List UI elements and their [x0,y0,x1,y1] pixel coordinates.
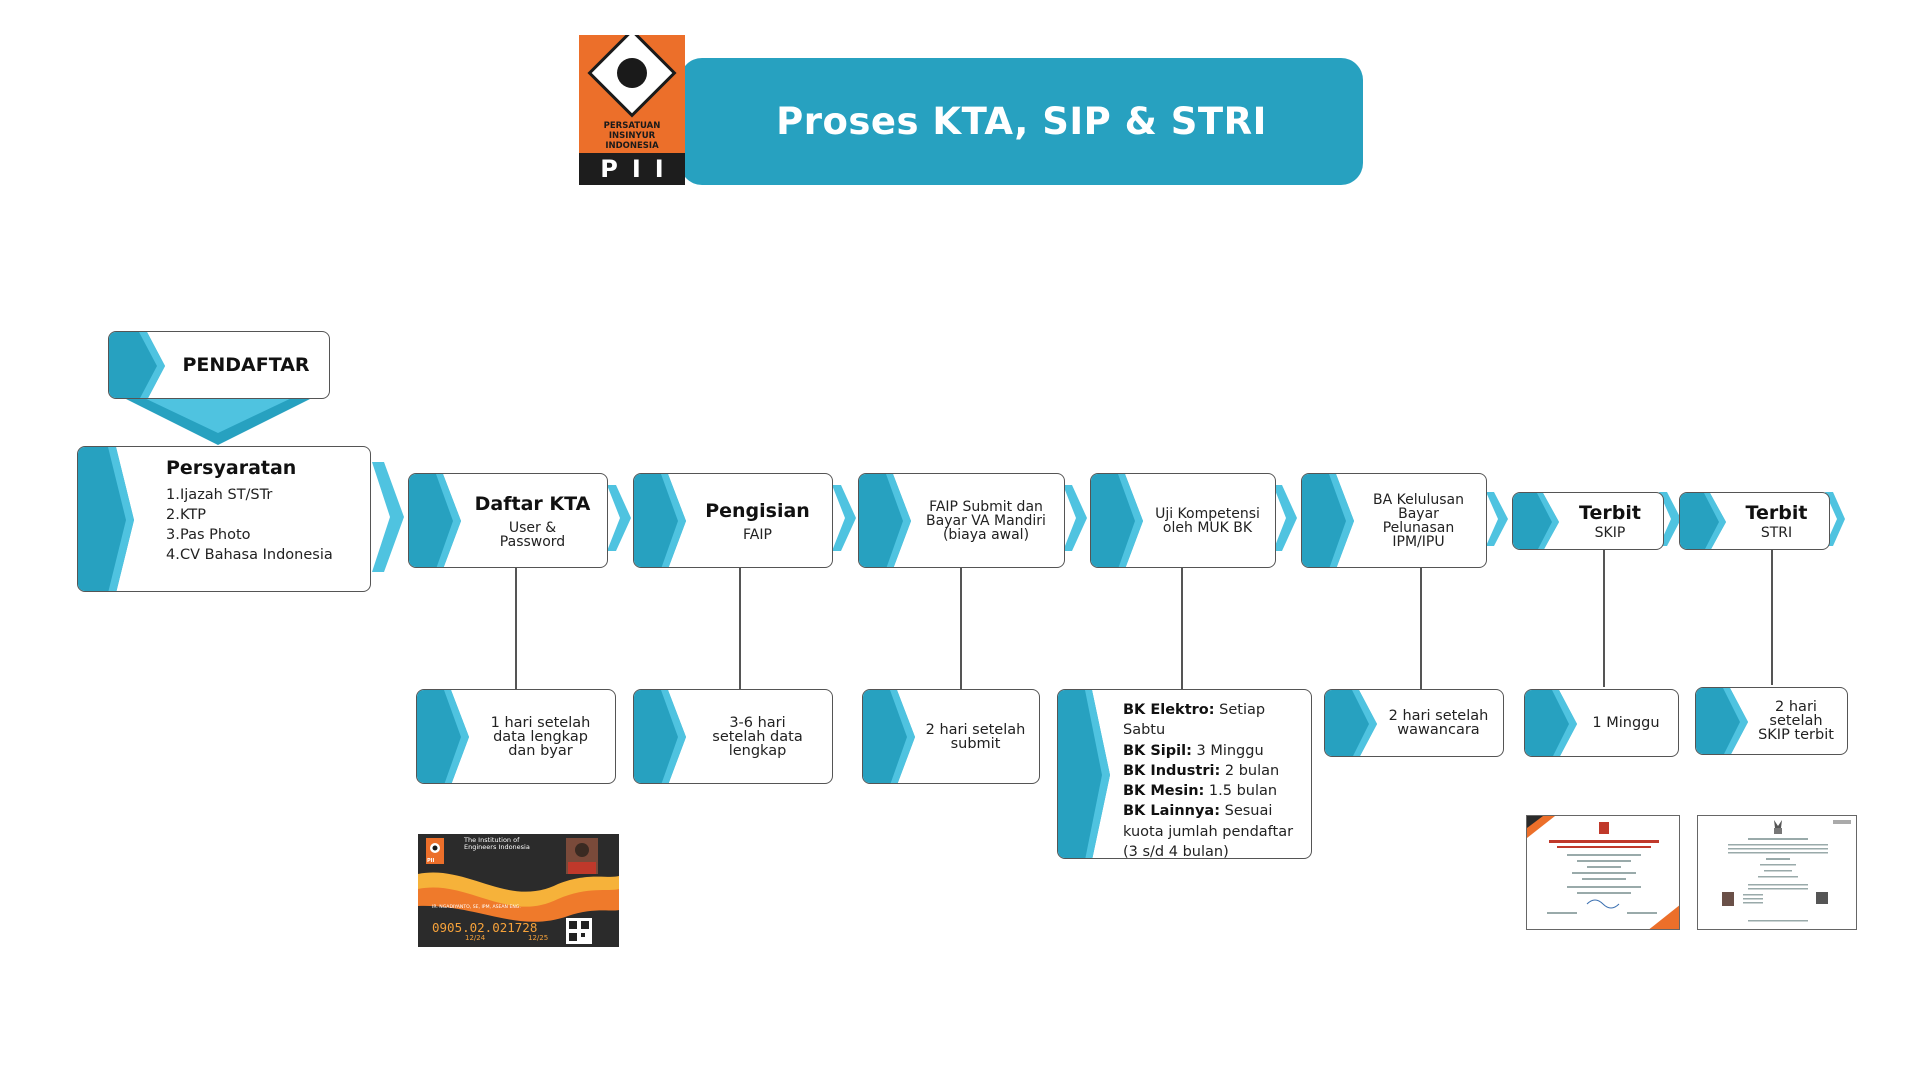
connector-line [1771,549,1773,685]
requirements-list: 1.Ijazah ST/STr 2.KTP 3.Pas Photo 4.CV B… [166,485,333,565]
bk-schedule-list: BK Elektro: Setiap Sabtu BK Sipil: 3 Min… [1123,700,1305,859]
kta-number: 0905.02.021728 [432,920,538,935]
step-daftar-kta: Daftar KTA User & Password [408,473,608,568]
connector-line [515,567,517,689]
logo-org-name: PERSATUAN INSINYUR INDONESIA [603,121,661,151]
chevron-right-icon [859,474,911,567]
down-arrow-icon [118,395,318,445]
chevron-right-icon [1525,690,1577,756]
chevron-right-icon [634,690,686,783]
list-item: BK Sipil: 3 Minggu [1123,742,1264,759]
step-faip-submit: FAIP Submit dan Bayar VA Mandiri (biaya … [858,473,1065,568]
duration-text: 1 hari setelah data lengkap dan byar [490,714,591,759]
list-item: 3.Pas Photo [166,527,251,543]
chevron-right-icon [1058,690,1110,858]
chevron-right-icon [78,447,134,591]
arrow-right-icon [832,485,856,551]
logo-abbr: PII [579,153,685,185]
duration-text: 1 Minggu [1592,715,1660,731]
pii-emblem-icon [587,35,677,118]
arrow-right-icon [1273,485,1297,551]
duration-box: 1 hari setelah data lengkap dan byar [416,689,616,784]
step-subtitle: SKIP [1594,525,1626,541]
page-title: Proses KTA, SIP & STRI [776,100,1267,143]
arrow-right-icon [607,485,631,551]
list-item: BK Mesin: 1.5 bulan [1123,783,1278,800]
chevron-right-icon [417,690,469,783]
chevron-right-icon [109,332,165,398]
list-item: 4.CV Bahasa Indonesia [166,547,333,563]
certificate-stri-thumbnail [1698,816,1856,929]
duration-text: 2 hari setelah wawancara [1388,708,1489,738]
duration-text: 2 hari setelah SKIP terbit [1758,699,1834,743]
step-subtitle: BA Kelulusan Bayar Pelunasan IPM/IPU [1373,491,1464,550]
chevron-right-icon [1302,474,1354,567]
duration-box: 2 hari setelah submit [862,689,1040,784]
requirements-box: Persyaratan 1.Ijazah ST/STr 2.KTP 3.Pas … [77,446,371,592]
kta-card-background [418,834,619,947]
step-title: Pengisian [705,499,810,522]
chevron-right-icon [1325,690,1377,756]
step-subtitle: STRI [1760,525,1793,541]
arrow-right-icon [1659,492,1681,546]
step-title: Daftar KTA [474,492,591,515]
pii-logo: PERSATUAN INSINYUR INDONESIA PII [579,35,685,185]
duration-box: 2 hari setelah SKIP terbit [1695,687,1848,755]
list-item: 2.KTP [166,507,206,523]
requirements-title: Persyaratan [166,457,297,479]
list-item: BK Elektro: Setiap Sabtu [1123,702,1266,739]
arrow-right-icon [1825,492,1845,546]
step-pengisian: Pengisian FAIP [633,473,833,568]
step-ba-kelulusan: BA Kelulusan Bayar Pelunasan IPM/IPU [1301,473,1487,568]
step-terbit-skip: Terbit SKIP [1512,492,1664,550]
step-terbit-stri: Terbit STRI [1679,492,1830,550]
connector-line [739,567,741,689]
chevron-right-icon [409,474,461,567]
chevron-right-icon [1513,493,1559,549]
step-subtitle: User & Password [499,519,566,550]
list-item: BK Lainnya: Sesuai kuota jumlah pendafta… [1123,803,1294,859]
chevron-right-icon [634,474,686,567]
connector-line [1181,567,1183,689]
step-subtitle: FAIP [743,526,772,543]
duration-text: 3-6 hari setelah data lengkap [712,714,803,759]
kta-abbr: PII [427,858,435,864]
chevron-right-icon [1091,474,1143,567]
step-subtitle: FAIP Submit dan Bayar VA Mandiri (biaya … [926,498,1046,543]
kta-card-image: The Institution of Engineers Indonesia P… [418,834,619,947]
duration-box: 3-6 hari setelah data lengkap [633,689,833,784]
duration-box: 1 Minggu [1524,689,1679,757]
kta-valid-from: 12/24 [465,934,486,942]
chevron-right-icon [1696,688,1748,754]
arrow-right-icon [1486,492,1508,546]
list-item: BK Industri: 2 bulan [1123,762,1280,779]
step-uji-kompetensi: Uji Kompetensi oleh MUK BK [1090,473,1276,568]
arrow-right-icon [1063,485,1087,551]
stri-certificate-image [1697,815,1857,930]
step-title: Terbit [1579,502,1641,524]
duration-text: 2 hari setelah submit [925,721,1026,752]
step-title: Terbit [1745,502,1808,524]
chevron-right-icon [1680,493,1726,549]
connector-line [960,567,962,689]
certificate-skip-thumbnail [1527,816,1679,929]
step-subtitle: Uji Kompetensi oleh MUK BK [1155,505,1260,536]
connector-line [1420,567,1422,689]
list-item: 1.Ijazah ST/STr [166,487,273,503]
duration-box: 2 hari setelah wawancara [1324,689,1504,757]
title-banner: Proses KTA, SIP & STRI [680,58,1363,185]
arrow-right-icon [372,462,404,572]
kta-valid-thru: 12/25 [528,934,549,942]
chevron-right-icon [863,690,915,783]
connector-line [1603,549,1605,687]
bk-schedule-box: BK Elektro: Setiap Sabtu BK Sipil: 3 Min… [1057,689,1312,859]
kta-org-name: The Institution of Engineers Indonesia [464,836,530,851]
kta-holder-name: IR. NGADIYANTO, SE, IPM, ASEAN ENG. [432,905,521,910]
pendaftar-box: PENDAFTAR [108,331,330,399]
skip-certificate-image [1526,815,1680,930]
pendaftar-label: PENDAFTAR [182,354,310,376]
